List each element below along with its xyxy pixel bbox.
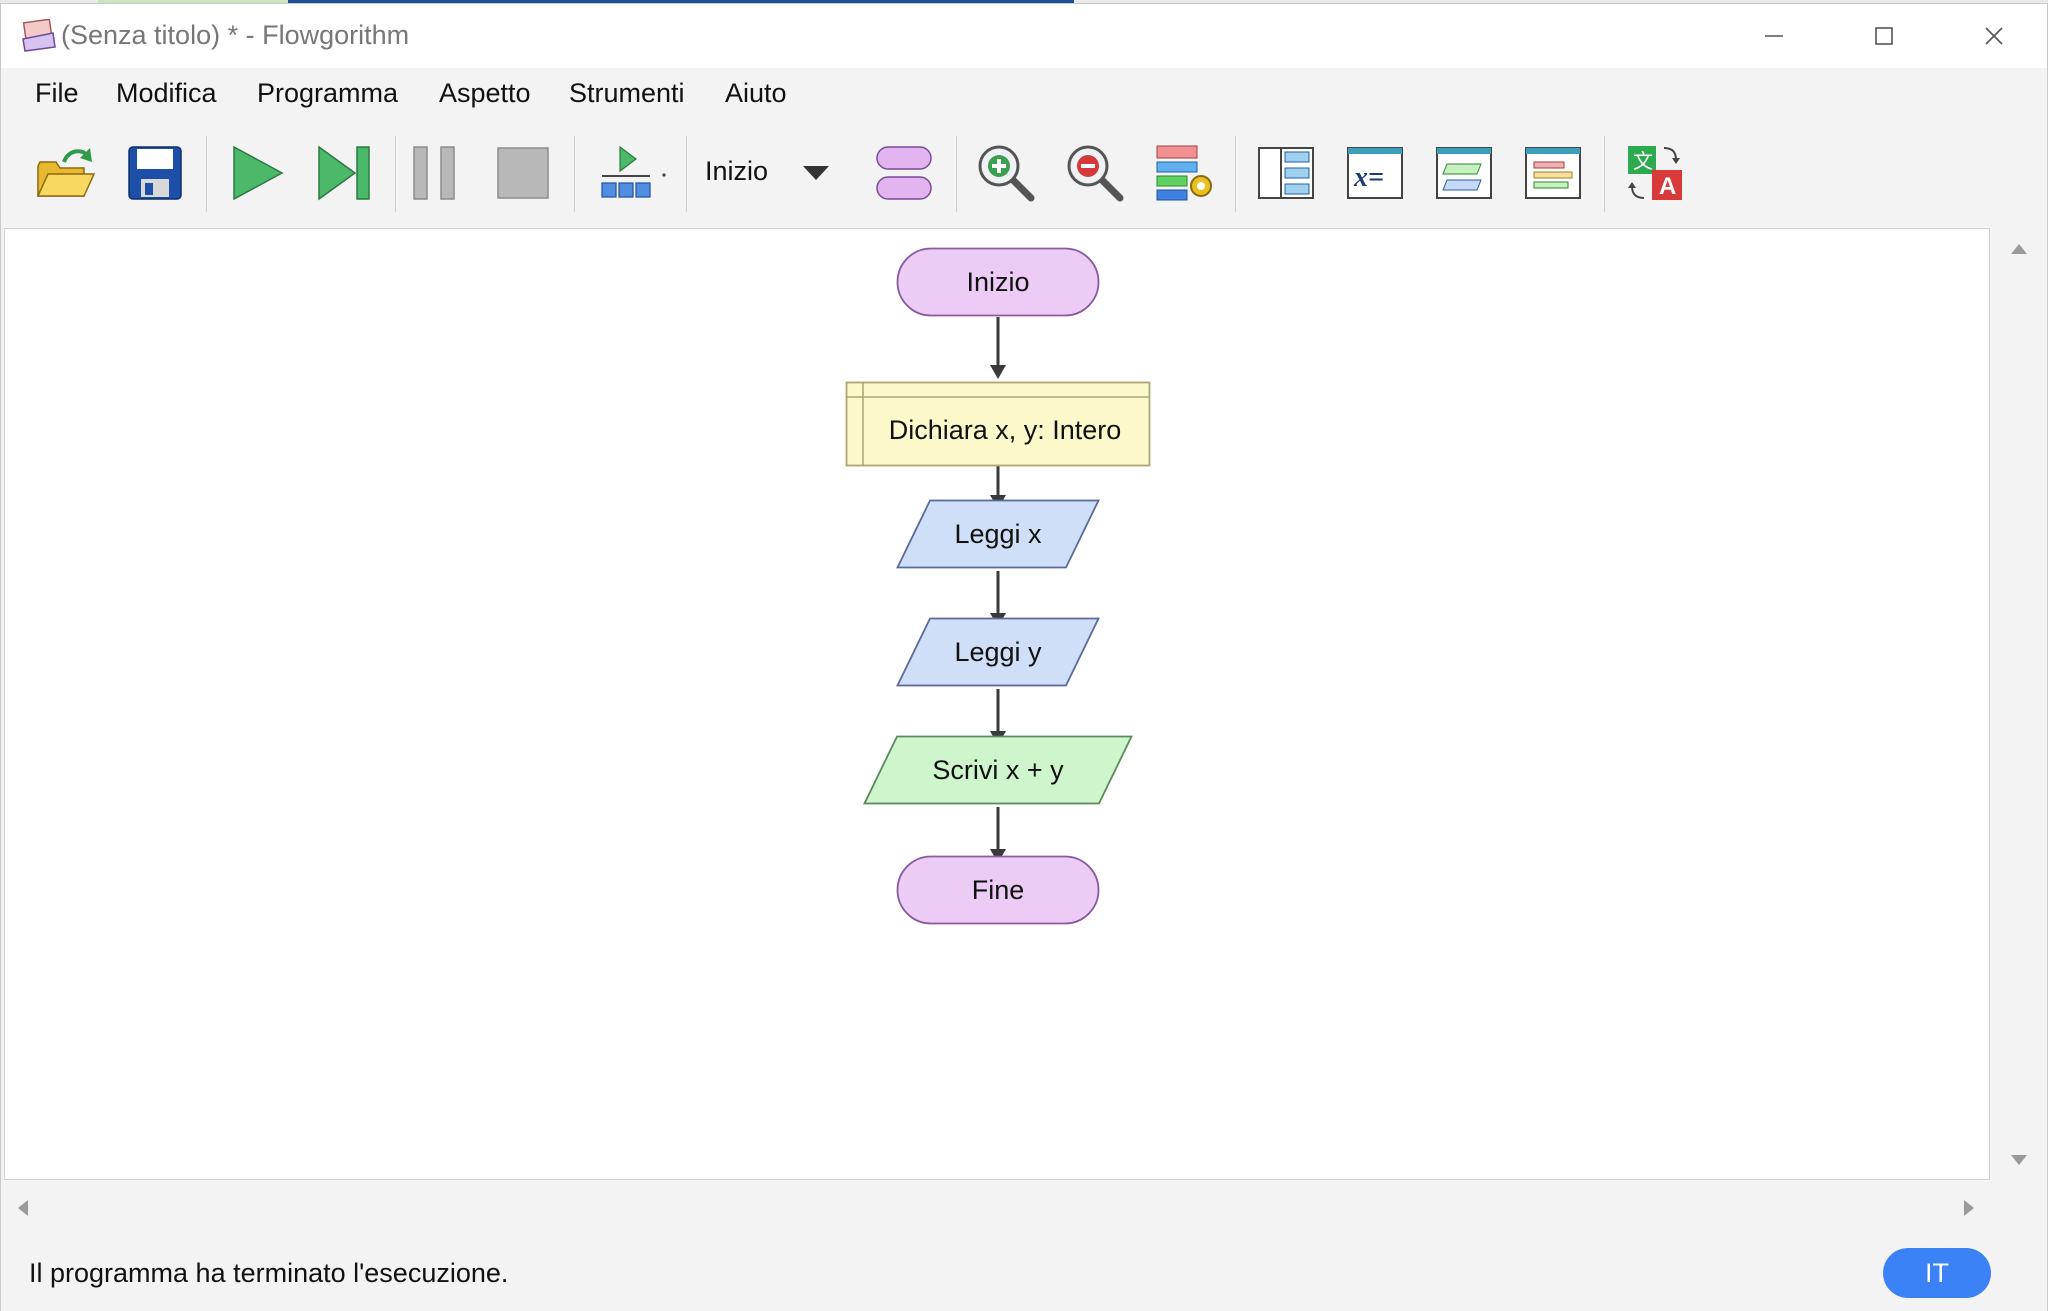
node-label: Inizio xyxy=(966,266,1030,297)
close-button[interactable] xyxy=(1939,4,2048,68)
variables-window-icon xyxy=(1258,147,1314,199)
flowchart-declare-node[interactable]: Dichiara x, y: Intero xyxy=(845,381,1151,467)
taskbar-tab xyxy=(98,0,288,3)
menu-aspetto[interactable]: Aspetto xyxy=(439,78,531,108)
source-code-button[interactable] xyxy=(1520,140,1586,206)
scroll-left-icon[interactable] xyxy=(16,1198,30,1218)
scroll-up-icon[interactable] xyxy=(2009,242,2029,256)
node-label: Leggi y xyxy=(954,636,1042,667)
app-window: (Senza titolo) * - Flowgorithm File Modi… xyxy=(0,3,2048,1311)
variable-watch-icon: x= xyxy=(1347,147,1403,199)
flowchart-start-node[interactable]: Inizio xyxy=(896,247,1100,317)
toolbar-separator xyxy=(686,136,687,212)
menu-strumenti[interactable]: Strumenti xyxy=(569,78,685,108)
minimize-icon xyxy=(1765,35,1783,37)
terminal-shape xyxy=(896,855,1100,925)
flowgorithm-app-icon xyxy=(22,19,56,52)
menu-file[interactable]: File xyxy=(35,78,79,108)
variable-watch-button[interactable]: x= xyxy=(1342,140,1408,206)
status-message: Il programma ha terminato l'esecuzione. xyxy=(29,1258,509,1288)
layout-settings-button[interactable] xyxy=(1151,140,1217,206)
window-title: (Senza titolo) * - Flowgorithm xyxy=(61,20,410,50)
save-button[interactable] xyxy=(122,140,188,206)
function-select-value[interactable]: Inizio xyxy=(705,156,769,186)
node-label: Fine xyxy=(971,874,1025,905)
menu-modifica[interactable]: Modifica xyxy=(116,78,217,108)
toolbar-separator xyxy=(1235,136,1236,212)
node-label: Scrivi x + y xyxy=(932,754,1064,785)
step-icon xyxy=(318,145,370,201)
zoom-in-button[interactable] xyxy=(973,140,1039,206)
taskbar-tab-active xyxy=(288,0,1074,3)
chevron-down-icon xyxy=(803,166,829,180)
toolbar-separator xyxy=(395,136,396,212)
toolbar-separator xyxy=(956,136,957,212)
function-shape-icon xyxy=(876,146,932,200)
toolbar-separator xyxy=(206,136,207,212)
pause-icon xyxy=(413,146,455,200)
taskbar-strip xyxy=(0,0,2048,3)
flowchart-input-node[interactable]: Leggi x xyxy=(896,499,1100,569)
layout-settings-icon xyxy=(1156,145,1212,201)
translate-icon: 文 A xyxy=(1628,146,1682,200)
run-speed-button[interactable] xyxy=(591,140,671,206)
menu-programma[interactable]: Programma xyxy=(257,78,399,108)
flowchart-output-node[interactable]: Scrivi x + y xyxy=(863,735,1133,805)
manage-functions-button[interactable] xyxy=(871,140,937,206)
toolbar: Inizio xyxy=(1,118,2047,228)
flowchart-connectors xyxy=(990,317,1006,863)
horizontal-scrollbar[interactable] xyxy=(4,1180,1990,1236)
svg-text:A: A xyxy=(1659,173,1676,200)
source-code-icon xyxy=(1525,147,1581,199)
toolbar-separator xyxy=(574,136,575,212)
menu-bar: File Modifica Programma Aspetto Strument… xyxy=(1,68,2047,118)
variables-window-button[interactable] xyxy=(1253,140,1319,206)
scroll-down-icon[interactable] xyxy=(2009,1153,2029,1167)
status-bar: Il programma ha terminato l'esecuzione. … xyxy=(1,1236,2047,1311)
vertical-scrollbar[interactable] xyxy=(1991,228,2047,1180)
step-button[interactable] xyxy=(312,140,378,206)
stop-icon xyxy=(497,147,549,199)
pause-button[interactable] xyxy=(401,140,467,206)
open-button[interactable] xyxy=(32,140,98,206)
flowchart-input-node[interactable]: Leggi y xyxy=(896,617,1100,687)
output-window-icon xyxy=(1436,147,1492,199)
menu-aiuto[interactable]: Aiuto xyxy=(725,78,787,108)
open-folder-icon xyxy=(36,148,96,197)
flowchart-end-node[interactable]: Fine xyxy=(896,855,1100,925)
toolbar-separator xyxy=(1604,136,1605,212)
function-select-dropdown[interactable] xyxy=(783,140,849,206)
zoom-out-button[interactable] xyxy=(1062,140,1128,206)
run-speed-icon xyxy=(601,145,666,198)
terminal-shape xyxy=(896,247,1100,317)
stop-button[interactable] xyxy=(490,140,556,206)
zoom-out-icon xyxy=(1067,145,1124,202)
run-button[interactable] xyxy=(223,140,289,206)
node-label: Dichiara x, y: Intero xyxy=(888,414,1122,445)
run-icon xyxy=(233,145,284,201)
close-icon xyxy=(1985,27,2003,45)
maximize-button[interactable] xyxy=(1829,4,1939,68)
zoom-in-icon xyxy=(978,145,1035,202)
translate-button[interactable]: 文 A xyxy=(1622,140,1688,206)
save-icon xyxy=(128,146,182,200)
maximize-icon xyxy=(1875,27,1893,45)
input-shape xyxy=(896,617,1100,687)
title-bar: (Senza titolo) * - Flowgorithm xyxy=(1,4,2047,68)
output-window-button[interactable] xyxy=(1431,140,1497,206)
minimize-button[interactable] xyxy=(1719,4,1829,68)
output-shape xyxy=(863,735,1133,805)
language-button[interactable]: IT xyxy=(1883,1248,1991,1298)
svg-text:文: 文 xyxy=(1633,149,1653,173)
input-shape xyxy=(896,499,1100,569)
declare-shape xyxy=(845,381,1151,467)
node-label: Leggi x xyxy=(954,518,1042,549)
svg-text:x=: x= xyxy=(1353,162,1384,193)
flowchart-canvas[interactable]: Inizio Dichiara x, y: Intero Leggi x Leg… xyxy=(4,228,1990,1180)
scroll-right-icon[interactable] xyxy=(1962,1198,1976,1218)
